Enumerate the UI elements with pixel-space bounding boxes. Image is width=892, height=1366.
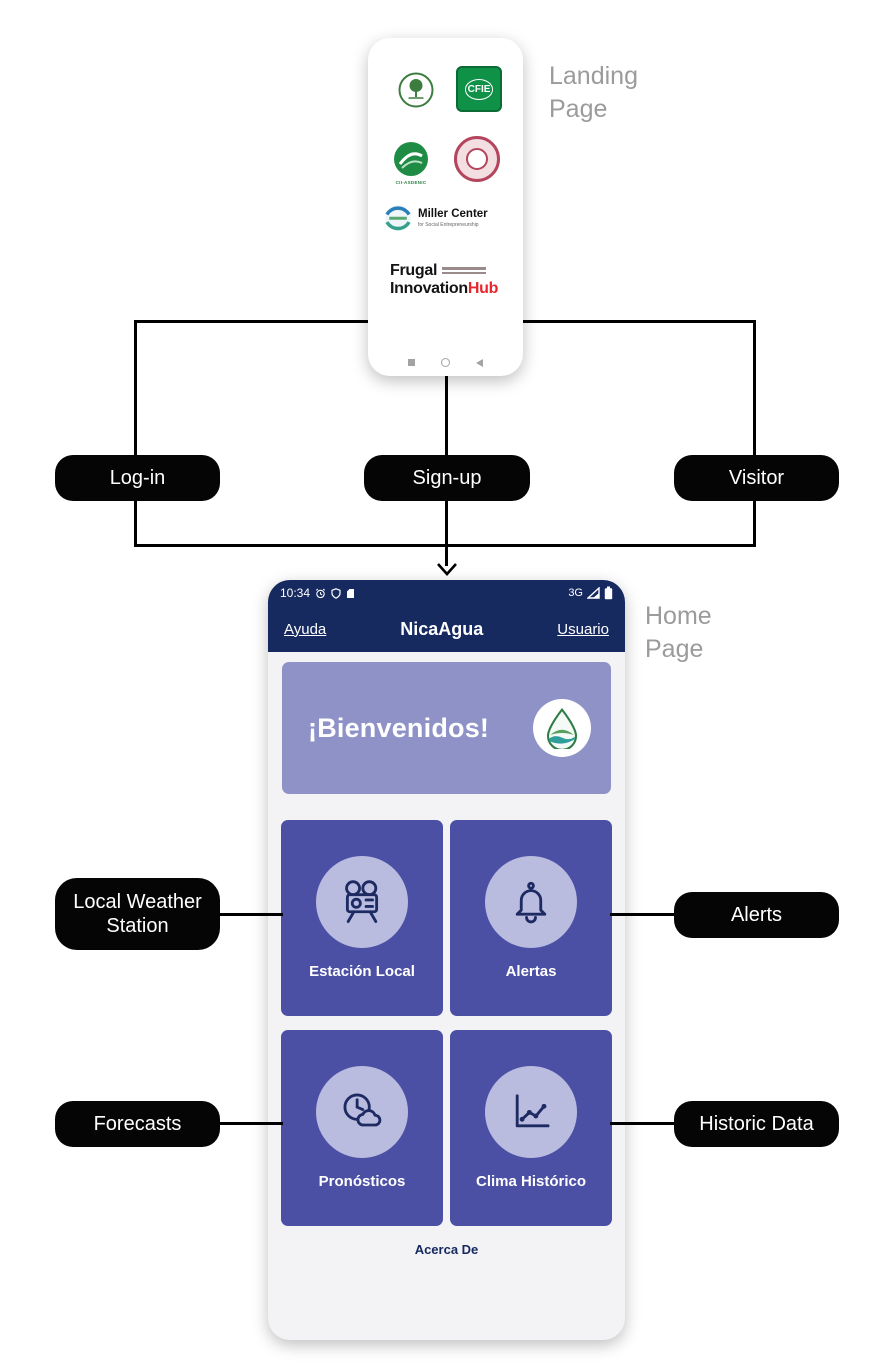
status-bar: 10:34 3G: [268, 580, 625, 606]
home-page-label: Home Page: [645, 602, 712, 663]
annotation-pill-local-weather-station: Local Weather Station: [55, 878, 220, 950]
miller-center-text: Miller Center for Social Entrepreneurshi…: [418, 208, 488, 227]
connector-line: [445, 544, 448, 566]
tile-icon-circle: [485, 1066, 577, 1158]
flow-arrow-icon: [437, 563, 457, 576]
connector-line: [445, 374, 448, 457]
forecast-clock-cloud-icon: [343, 1093, 382, 1127]
partner-logo-miller-center: Miller Center for Social Entrepreneurshi…: [384, 204, 488, 232]
line-chart-icon: [515, 1094, 550, 1128]
user-link[interactable]: Usuario: [557, 620, 609, 638]
status-time: 10:34: [280, 586, 311, 600]
back-triangle-icon[interactable]: [476, 358, 483, 367]
frugal-tagline-lines: [442, 265, 487, 276]
about-link[interactable]: Acerca De: [414, 1242, 479, 1257]
connector-line: [445, 499, 448, 547]
cfie-label: CFIE: [464, 78, 494, 100]
tile-icon-circle: [316, 856, 408, 948]
connector-line: [134, 320, 137, 457]
connector-line: [134, 499, 137, 547]
connector-line: [220, 913, 283, 916]
hub-word: Hub: [467, 279, 499, 297]
home-page-phone: 10:34 3G: [268, 580, 625, 1340]
innovation-word: Innovation: [390, 279, 468, 297]
tile-label: Alertas: [505, 963, 557, 980]
alert-bell-icon: [515, 881, 547, 924]
cii-emblem-icon: [394, 142, 428, 176]
partner-logo-cii-asdenic: CII-ASDENIC: [388, 140, 434, 185]
tile-estacion-local[interactable]: Estación Local: [281, 820, 443, 1016]
annotation-pill-forecasts: Forecasts: [55, 1101, 220, 1147]
miller-center-subtitle: for Social Entrepreneurship: [418, 221, 479, 228]
alarm-clock-icon: [316, 588, 326, 598]
connector-line: [753, 499, 756, 547]
globe-swirl-icon: [385, 205, 411, 231]
cii-label: CII-ASDENIC: [395, 180, 427, 185]
miller-center-title: Miller Center: [418, 208, 488, 221]
partner-logo-frugal-innovation-hub: Frugal InnovationHub: [390, 262, 498, 298]
annotation-pill-historic-data: Historic Data: [674, 1101, 839, 1147]
tile-icon-circle: [485, 856, 577, 948]
partner-logo-tree-icon: [398, 72, 434, 108]
water-drop-leaf-icon: [546, 707, 578, 749]
nicaagua-logo: [533, 699, 591, 757]
annotation-pill-alerts: Alerts: [674, 892, 839, 938]
landing-page-label: Landing Page: [549, 62, 638, 123]
tile-label: Pronósticos: [318, 1173, 406, 1190]
battery-icon: [604, 586, 613, 600]
connector-line: [610, 1122, 674, 1125]
tile-alertas[interactable]: Alertas: [450, 820, 612, 1016]
app-header: Ayuda NicaAgua Usuario: [268, 606, 625, 652]
help-link[interactable]: Ayuda: [284, 620, 327, 638]
frugal-word: Frugal: [390, 262, 438, 279]
partner-logo-cfie: CFIE: [456, 66, 502, 112]
seal-inner-ring: [466, 148, 488, 170]
flow-pill-visitor: Visitor: [674, 455, 839, 501]
connector-line: [134, 320, 370, 323]
connector-line: [610, 913, 674, 916]
tile-label: Clima Histórico: [475, 1173, 587, 1190]
status-right-group: 3G: [568, 586, 613, 600]
tile-pronosticos[interactable]: Pronósticos: [281, 1030, 443, 1226]
tile-clima-historico[interactable]: Clima Histórico: [450, 1030, 612, 1226]
frugal-line-1: Frugal: [390, 262, 498, 280]
welcome-text: ¡Bienvenidos!: [308, 712, 490, 743]
recents-square-icon[interactable]: [408, 359, 415, 366]
connector-line: [521, 320, 756, 323]
tile-label: Estación Local: [309, 963, 415, 980]
app-title: NicaAgua: [400, 618, 484, 639]
connector-line: [753, 320, 756, 457]
android-nav-bar: [368, 358, 523, 367]
sim-card-icon: [347, 588, 355, 598]
network-type: 3G: [568, 587, 583, 599]
partner-logo-university-seal-icon: [454, 136, 500, 182]
welcome-card: ¡Bienvenidos!: [282, 662, 611, 794]
frugal-line-2: InnovationHub: [390, 280, 498, 298]
flow-pill-signup: Sign-up: [364, 455, 530, 501]
connector-line: [220, 1122, 283, 1125]
tile-icon-circle: [316, 1066, 408, 1158]
shield-icon: [331, 587, 341, 599]
landing-page-phone: CFIE CII-ASDENIC Miller Center for Socia…: [368, 38, 523, 376]
home-circle-icon[interactable]: [441, 358, 450, 367]
flow-pill-login: Log-in: [55, 455, 220, 501]
weather-station-icon: [345, 880, 379, 923]
signal-triangle-icon: [587, 587, 600, 599]
